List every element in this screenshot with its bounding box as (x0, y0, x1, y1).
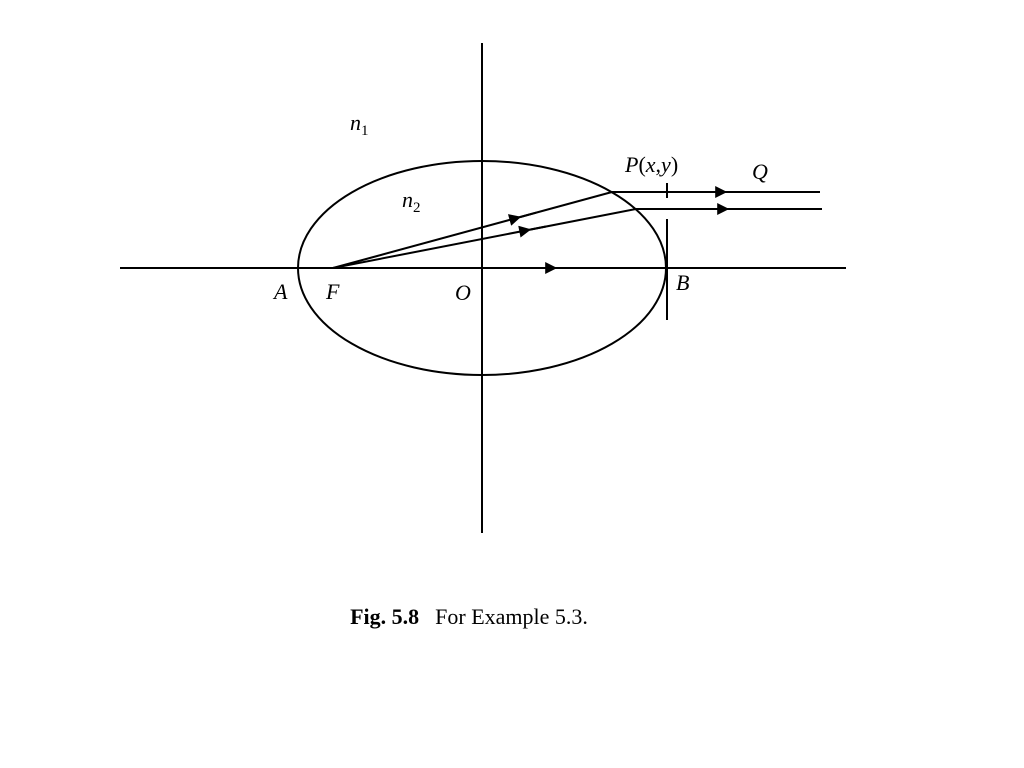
refracted-ray-lower (332, 208, 637, 269)
label-origin-o: O (455, 280, 471, 305)
caption-figure-number: Fig. 5.8 (350, 604, 420, 629)
label-point-p: P(x,y) (624, 152, 678, 177)
figure-caption: Fig. 5.8 For Example 5.3. (0, 604, 938, 630)
label-n1: n1 (350, 110, 369, 139)
label-n2: n2 (402, 187, 421, 216)
arrow-refracted-lower (518, 225, 547, 238)
label-focus-f: F (325, 279, 340, 304)
label-point-b: B (676, 270, 689, 295)
arrow-refracted-upper (507, 211, 537, 226)
caption-text: For Example 5.3. (435, 604, 588, 629)
label-point-q: Q (752, 159, 768, 184)
label-point-a: A (272, 279, 288, 304)
refracted-ray-upper (332, 191, 613, 269)
